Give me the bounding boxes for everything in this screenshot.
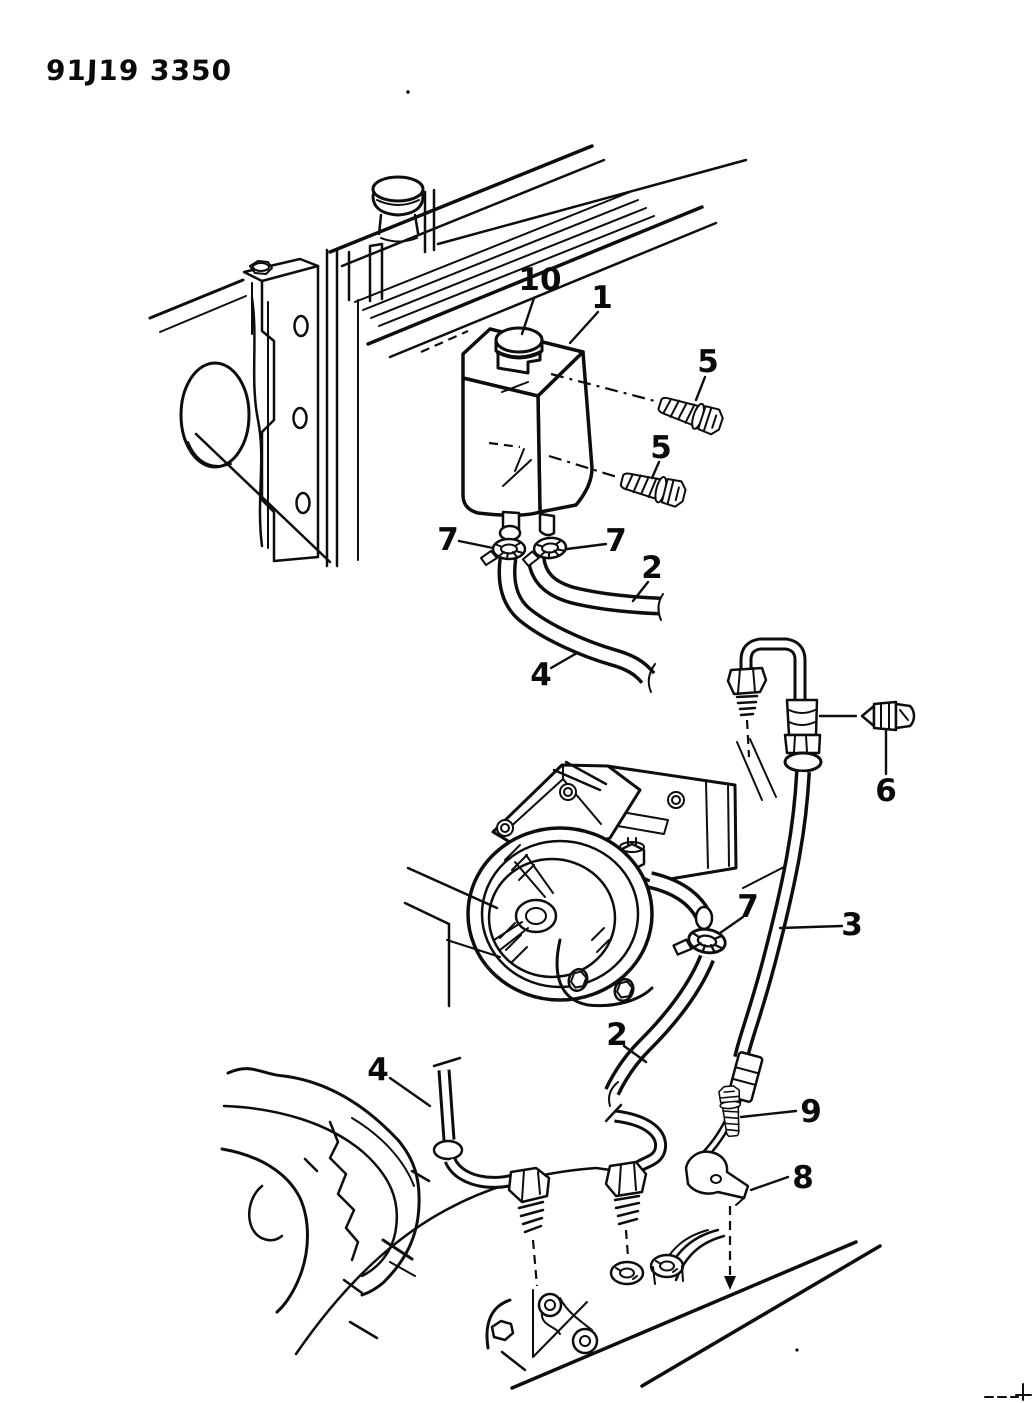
front-panel bbox=[148, 278, 332, 564]
pump-outlet bbox=[650, 880, 714, 931]
supply-hose-upper bbox=[507, 558, 655, 693]
pressure-fitting bbox=[860, 700, 916, 732]
leader-lines bbox=[388, 296, 888, 1192]
callout-4-upper: 4 bbox=[530, 657, 552, 693]
callout-5-upper: 5 bbox=[697, 344, 719, 380]
callout-1: 1 bbox=[591, 280, 613, 316]
pump-pulley bbox=[466, 826, 654, 1002]
callout-3: 3 bbox=[841, 907, 863, 943]
return-tube-lower bbox=[604, 1103, 661, 1258]
callout-4-lower: 4 bbox=[367, 1052, 389, 1088]
callout-7-left: 7 bbox=[437, 522, 459, 558]
reservoir-cap bbox=[494, 326, 544, 375]
hose-bracket bbox=[684, 1150, 750, 1290]
power-steering-pump bbox=[403, 738, 785, 1008]
radiator-assembly bbox=[148, 90, 748, 568]
bracket-bolt-icon bbox=[249, 260, 273, 275]
callout-6: 6 bbox=[875, 773, 897, 809]
callout-5-lower: 5 bbox=[650, 430, 672, 466]
callout-7-right: 7 bbox=[605, 523, 627, 559]
supply-tube-lower bbox=[432, 1056, 551, 1287]
radiator-cap-icon bbox=[371, 175, 425, 243]
callout-2-upper: 2 bbox=[641, 550, 663, 586]
callout-10: 10 bbox=[518, 262, 561, 298]
steering-gear bbox=[485, 1228, 1032, 1401]
callout-2-lower: 2 bbox=[606, 1017, 628, 1053]
reservoir-bottle bbox=[461, 326, 656, 542]
callout-9: 9 bbox=[800, 1094, 822, 1130]
return-hose-lower bbox=[609, 958, 707, 1107]
callout-labels: 10 1 5 5 7 7 2 4 6 3 7 2 4 9 8 bbox=[367, 262, 897, 1196]
return-hose-upper bbox=[536, 558, 663, 621]
callout-7-pump: 7 bbox=[737, 889, 759, 925]
bell-housing bbox=[220, 1067, 627, 1356]
pressure-hose-upper-end bbox=[726, 644, 916, 773]
callout-8: 8 bbox=[792, 1160, 814, 1196]
